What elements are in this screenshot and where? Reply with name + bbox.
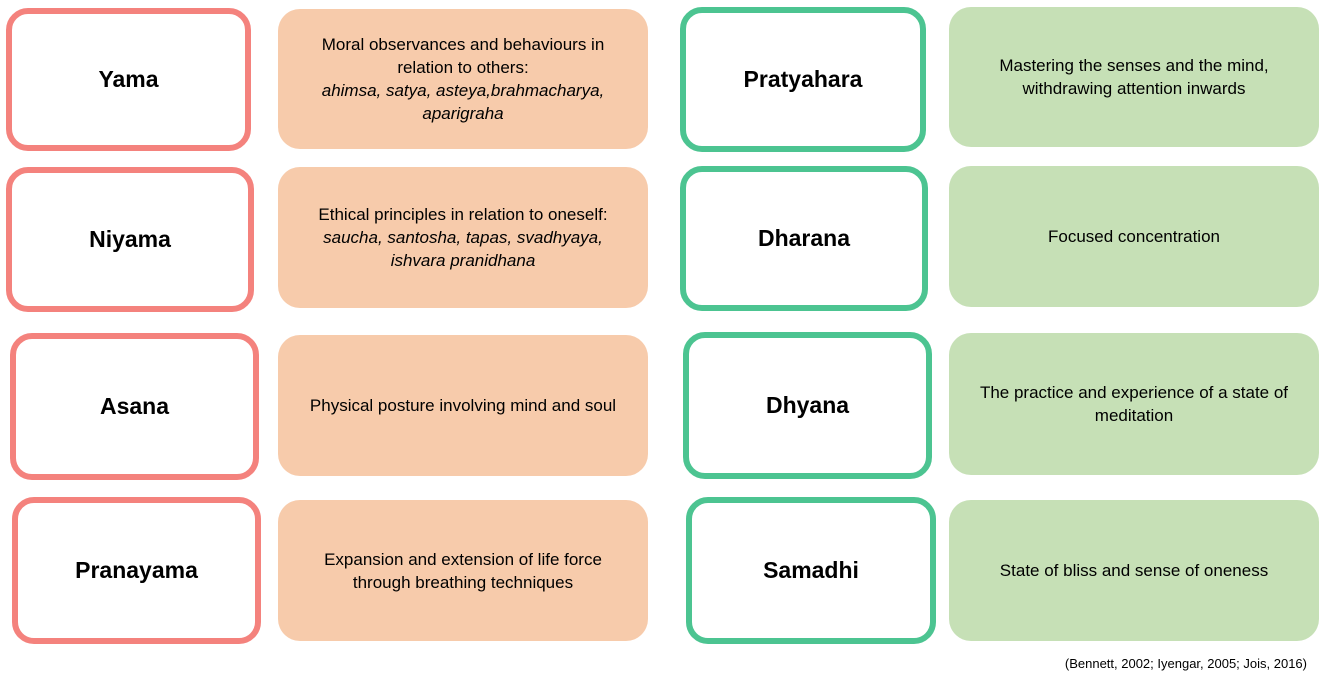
limb-term-card: Dharana — [680, 166, 928, 311]
limb-term-label: Asana — [99, 393, 170, 419]
description-line: Mastering the senses and the mind, — [999, 56, 1269, 75]
limb-term-label: Pranayama — [75, 557, 198, 583]
limb-term-label: Yama — [98, 66, 159, 92]
limb-term-label: Samadhi — [763, 557, 859, 583]
description-line: through breathing techniques — [352, 572, 574, 592]
examples-line: ishvara pranidhana — [390, 251, 536, 270]
limb-term-card: Yama — [6, 8, 251, 151]
limb-description-card: Moral observances and behaviours in rela… — [278, 9, 648, 149]
description-line: withdrawing attention inwards — [1022, 79, 1246, 98]
limb-term-label: Niyama — [89, 226, 171, 252]
limb-term-label: Pratyahara — [743, 66, 863, 92]
description-line: relation to others: — [397, 58, 529, 77]
description-line: Physical posture involving mind and soul — [309, 396, 617, 415]
citation: (Bennett, 2002; Iyengar, 2005; Jois, 201… — [1064, 656, 1307, 671]
description-line: Focused concentration — [1048, 227, 1220, 246]
limb-description-card: The practice and experience of a state o… — [949, 333, 1319, 475]
limb-description-card: Expansion and extension of life force th… — [278, 500, 648, 641]
description-line: The practice and experience of a state o… — [979, 383, 1289, 402]
limb-term-card: Pratyahara — [680, 7, 926, 152]
limb-term-card: Samadhi — [686, 497, 936, 644]
description-line: Ethical principles in relation to onesel… — [318, 205, 608, 224]
limb-description-card: Ethical principles in relation to onesel… — [278, 167, 648, 308]
limb-description-card: Mastering the senses and the mind, withd… — [949, 7, 1319, 147]
description-line: meditation — [1094, 406, 1174, 425]
limb-term-card: Dhyana — [683, 332, 932, 479]
limb-description-card: State of bliss and sense of oneness — [949, 500, 1319, 641]
limb-term-card: Asana — [10, 333, 259, 480]
description-line: State of bliss and sense of oneness — [999, 561, 1269, 580]
description-line: Moral observances and behaviours in — [321, 35, 605, 54]
limb-term-card: Pranayama — [12, 497, 261, 644]
limb-description-card: Focused concentration — [949, 166, 1319, 307]
limb-description-card: Physical posture involving mind and soul — [278, 335, 648, 476]
limb-term-card: Niyama — [6, 167, 254, 312]
examples-line: aparigraha — [422, 104, 504, 123]
examples-line: saucha, santosha, tapas, svadhyaya, — [323, 228, 603, 247]
limb-term-label: Dhyana — [765, 392, 850, 418]
limb-term-label: Dharana — [757, 225, 851, 251]
examples-line: ahimsa, satya, asteya,brahmacharya, — [321, 81, 605, 100]
description-line: Expansion and extension of life force — [324, 549, 602, 569]
